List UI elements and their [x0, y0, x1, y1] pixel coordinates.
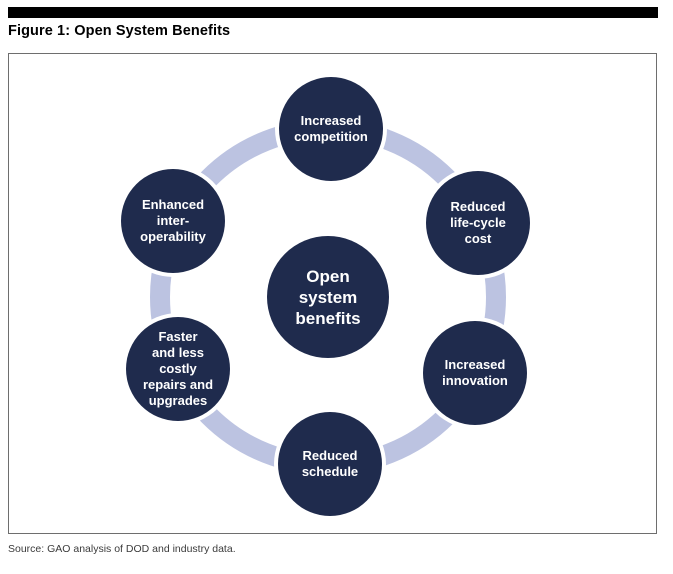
node-enhanced-interoperability: Enhanced inter- operability — [121, 169, 225, 273]
center-label: Open system benefits — [295, 266, 361, 328]
source-note: Source: GAO analysis of DOD and industry… — [8, 543, 236, 555]
figure-title: Figure 1: Open System Benefits — [8, 23, 231, 39]
node-open-system-benefits: Open system benefits — [267, 236, 389, 358]
node-reduced-life-cycle-cost: Reduced life-cycle cost — [426, 171, 530, 275]
header-bar — [8, 7, 658, 18]
node-increased-innovation: Increased innovation — [423, 321, 527, 425]
figure-box: Increased competition Reduced life-cycle… — [8, 53, 657, 534]
node-label: Reduced schedule — [301, 448, 359, 479]
node-label: Increased competition — [294, 113, 368, 144]
node-label: Enhanced inter- operability — [140, 197, 206, 244]
node-label: Reduced life-cycle cost — [450, 199, 506, 246]
node-reduced-schedule: Reduced schedule — [278, 412, 382, 516]
node-faster-repairs-upgrades: Faster and less costly repairs and upgra… — [126, 317, 230, 421]
node-label: Increased innovation — [442, 357, 508, 388]
node-increased-competition: Increased competition — [279, 77, 383, 181]
node-label: Faster and less costly repairs and upgra… — [142, 329, 214, 408]
